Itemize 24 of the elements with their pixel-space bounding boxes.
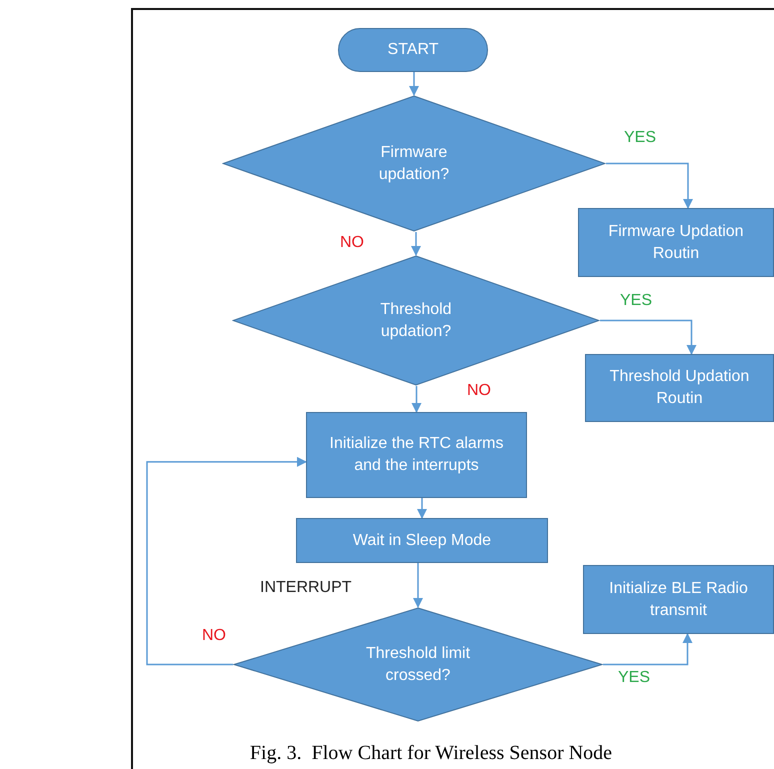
terminal-node: START [338, 28, 488, 72]
arrow [146, 456, 307, 666]
arrow [603, 633, 692, 666]
process-box: Initialize the RTC alarms and the interrupts [306, 412, 527, 498]
process-box: Wait in Sleep Mode [296, 518, 548, 563]
edge-label: YES [618, 668, 650, 688]
arrow [409, 72, 419, 96]
arrow [411, 232, 421, 256]
arrow [412, 386, 422, 413]
process-box: Firmware Updation Routin [578, 208, 774, 277]
edge-label: INTERRUPT [260, 578, 352, 598]
arrow [417, 498, 427, 519]
process-box: Threshold Updation Routin [585, 354, 774, 422]
edge-label: NO [202, 626, 226, 646]
edge-label: NO [340, 233, 364, 253]
figure-caption: Fig. 3. Flow Chart for Wireless Sensor Node [248, 741, 614, 766]
arrow [413, 563, 423, 608]
edge-label: YES [624, 128, 656, 148]
arrow [606, 162, 693, 209]
decision-diamond: Threshold limit crossed? [233, 607, 603, 722]
edge-label: YES [620, 291, 652, 311]
decision-diamond: Firmware updation? [222, 95, 606, 232]
arrow [600, 320, 696, 355]
process-box: Initialize BLE Radio transmit [583, 565, 774, 634]
